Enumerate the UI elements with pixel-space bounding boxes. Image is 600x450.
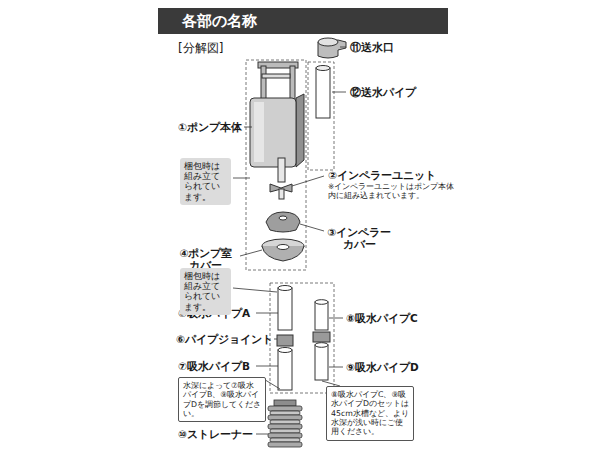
impeller-unit-part: [278, 158, 285, 182]
leader-lines-part: [256, 366, 278, 367]
strainer-part: [270, 420, 300, 424]
impeller-cover-part: [266, 212, 300, 232]
pump-body-part: [250, 98, 296, 167]
note-text: 梱包時は組み立てられています。: [184, 271, 227, 312]
suction-pipes-part: [277, 335, 293, 346]
leader-lines: [233, 47, 346, 434]
note-text: ※インペラーユニットはポンプ本体内に組み込まれています。: [328, 183, 456, 200]
leader-lines-part: [329, 318, 343, 319]
strainer-part: [270, 411, 300, 415]
part-name: ⑦吸水パイプB: [178, 360, 250, 372]
strainer-part: [274, 400, 296, 406]
leader-lines-part: [233, 178, 250, 179]
pump-body-part: [262, 74, 290, 78]
impeller-cover: [266, 212, 300, 232]
part-name: ③インペラーカバー: [326, 226, 392, 250]
pump-body: [250, 62, 304, 167]
strainer-part: [268, 406, 302, 411]
outlet-pipe-part: [316, 68, 330, 118]
suction-pipes-part: [315, 345, 328, 380]
outlet-pipe: [316, 66, 330, 119]
suction-pipes-part: [315, 343, 328, 348]
leader-lines-part: [300, 224, 324, 231]
suction-pipes-part: [278, 288, 292, 330]
leader-lines-part: [274, 339, 277, 340]
section-heading: [分解図]: [178, 42, 223, 56]
outlet-nozzle: [318, 38, 346, 58]
note-box: 梱包時は組み立てられています。: [180, 268, 231, 315]
outlet-nozzle-part: [318, 38, 338, 46]
part-name: ⑥パイプジョイント: [176, 333, 273, 345]
dashed-guides-part: [270, 283, 334, 393]
suction-pipes-part: [278, 350, 292, 390]
leader-lines-part: [256, 313, 278, 314]
suction-pipes-part: [278, 286, 292, 291]
strainer-part: [268, 433, 302, 438]
part-name: ⑫送水パイプ: [350, 86, 416, 98]
dashed-guides-part: [308, 62, 334, 170]
leader-lines-part: [244, 127, 252, 128]
part-name: ⑧吸水パイプC: [346, 312, 418, 324]
pump-room-cover: [262, 239, 304, 261]
title-text: 各部の名称: [182, 12, 257, 31]
strainer: [268, 400, 302, 447]
pump-body-part: [261, 66, 266, 102]
leader-lines-part: [340, 47, 346, 48]
suction-pipes-part: [315, 302, 328, 330]
dashed-guides-part: [246, 60, 306, 270]
suction-pipes: [277, 286, 330, 391]
part-name: ⑪送水口: [350, 41, 394, 53]
part-name: ⑩ストレーナー: [178, 428, 253, 440]
impeller-cover-part: [279, 216, 287, 220]
title-band: [158, 8, 448, 34]
strainer-part: [268, 415, 302, 420]
note-text: ⑧吸水パイプC、⑨吸水パイプDのセットは45cm水槽など、より水深が浅い時にご使…: [331, 390, 409, 437]
suction-pipes-part: [278, 348, 292, 353]
outlet-pipe-part: [316, 66, 330, 71]
pump-body-part: [296, 94, 304, 167]
part-name: ②インペラーユニット: [328, 169, 436, 181]
pump-body-part: [290, 66, 295, 102]
impeller-unit-part: [279, 189, 284, 199]
strainer-part: [270, 429, 300, 433]
part-name: ①ポンプ本体: [178, 121, 242, 133]
strainer-part: [268, 424, 302, 429]
note-box: 水深によって⑦吸水パイプB、⑨吸水パイプDを調節してください。: [178, 377, 266, 422]
impeller-unit: [270, 158, 292, 199]
leader-lines-part: [292, 176, 324, 186]
leader-lines-part: [240, 250, 262, 256]
leader-lines-part: [233, 288, 277, 292]
leader-lines-part: [332, 92, 346, 93]
strainer-part: [270, 438, 300, 442]
pump-body-part: [254, 102, 264, 162]
suction-pipes-part: [315, 300, 328, 305]
strainer-part: [268, 442, 302, 447]
note-text: 水深によって⑦吸水パイプB、⑨吸水パイプDを調節してください。: [183, 381, 261, 418]
part-name: ⑨吸水パイプD: [346, 361, 419, 373]
note-box: 梱包時は組み立てられています。: [180, 158, 231, 205]
leader-lines-part: [256, 434, 268, 435]
pump-room-cover-part: [277, 245, 289, 250]
leader-lines-part: [329, 367, 343, 368]
note-text: 梱包時は組み立てられています。: [184, 161, 227, 202]
note-box: ⑧吸水パイプC、⑨吸水パイプDのセットは45cm水槽など、より水深が浅い時にご使…: [326, 386, 414, 441]
suction-pipes-part: [313, 332, 330, 342]
